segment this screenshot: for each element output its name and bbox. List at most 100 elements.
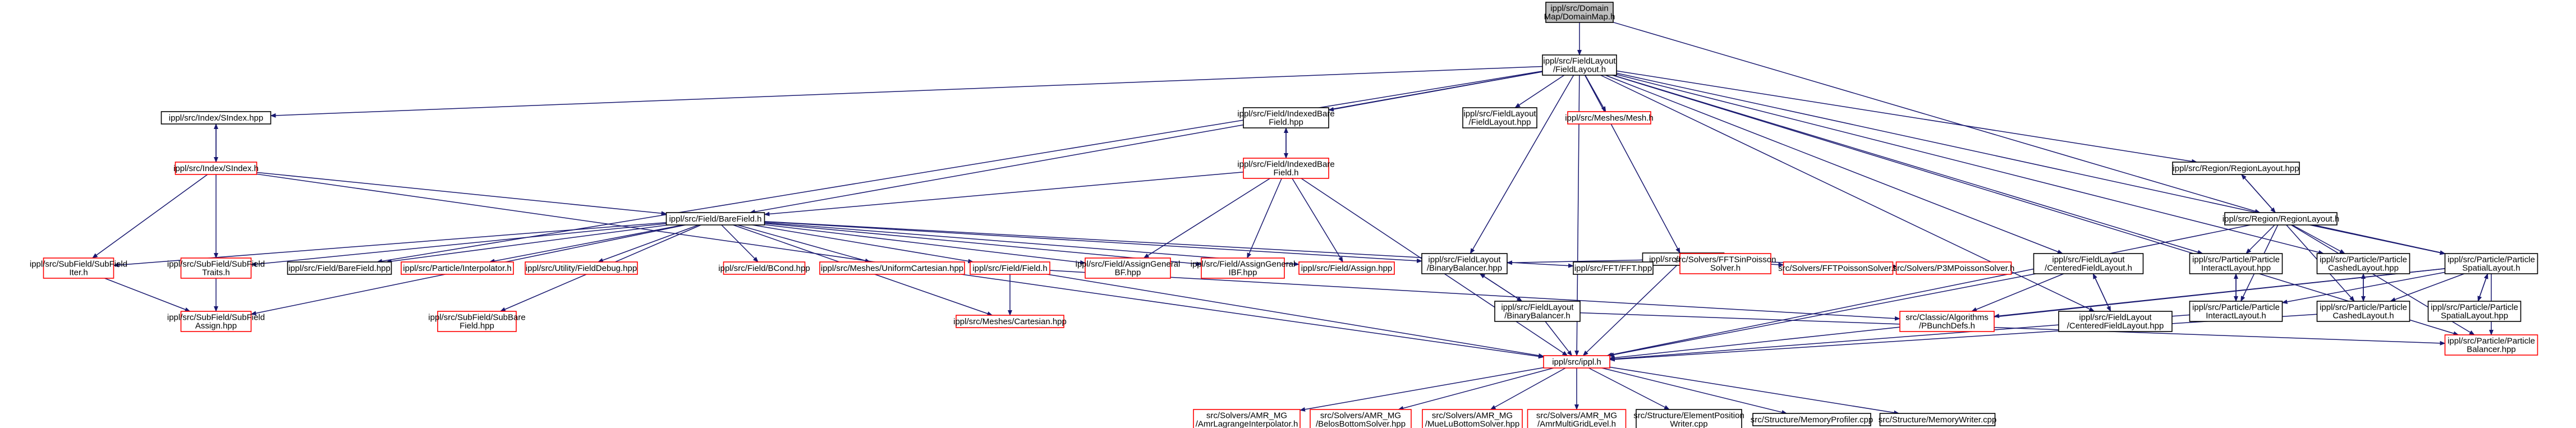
node-box[interactable] [2172,162,2300,175]
node-cflhpp[interactable]: ippl/src/FieldLayout/CenteredFieldLayout… [2058,311,2173,332]
node-box[interactable] [970,261,1050,275]
node-pilh[interactable]: ippl/src/Particle/ParticleInteractLayout… [2189,301,2283,322]
node-box[interactable] [1243,107,1329,128]
node-amr_ml[interactable]: src/Solvers/AMR_MG/MueLuBottomSolver.hpp [1422,409,1523,428]
node-box[interactable] [1545,2,1614,23]
node-bfhpp[interactable]: ippl/src/Field/BareField.hpp [287,261,392,275]
node-box[interactable] [2316,301,2410,322]
node-solver_p3m[interactable]: src/Solvers/P3MPoissonSolver.h [1893,261,2015,275]
node-amr_bb[interactable]: src/Solvers/AMR_MG/BelosBottomSolver.hpp [1310,409,1412,428]
edge-ibf-to-asg_ibf [1247,178,1282,259]
node-box[interactable] [2189,301,2283,322]
node-ucart[interactable]: ippl/src/Meshes/UniformCartesian.hpp [819,261,965,275]
node-memwr[interactable]: src/Structure/MemoryWriter.cpp [1879,413,1997,426]
node-root[interactable]: ippl/src/DomainMap/DomainMap.h [1544,2,1615,23]
node-assign[interactable]: ippl/src/Field/Assign.hpp [1298,261,1395,275]
node-box[interactable] [1543,355,1610,369]
node-box[interactable] [437,311,517,332]
node-box[interactable] [1899,311,1995,332]
node-box[interactable] [1494,301,1581,322]
node-pil[interactable]: ippl/src/Particle/ParticleInteractLayout… [2189,253,2283,274]
node-fftcpp[interactable]: ippl/src/FFT/FFT.hpp [1573,261,1654,275]
node-box[interactable] [180,257,252,279]
node-box[interactable] [160,111,272,125]
node-box[interactable] [2444,334,2538,356]
node-bfh[interactable]: ippl/src/Field/BareField.h [665,212,765,225]
node-box[interactable] [2444,253,2538,274]
node-box[interactable] [287,261,392,275]
node-box[interactable] [2316,253,2410,274]
node-box[interactable] [175,162,258,175]
node-box[interactable] [401,261,514,275]
node-flo[interactable]: ippl/src/FieldLayout/FieldLayout.h [1542,54,1617,76]
node-box[interactable] [1193,409,1301,428]
node-box[interactable] [956,315,1064,328]
node-box[interactable] [1421,253,1508,274]
node-box[interactable] [525,261,638,275]
node-box[interactable] [2058,311,2173,332]
node-ufd[interactable]: ippl/src/Utility/FieldDebug.hpp [525,261,638,275]
node-psl[interactable]: ippl/src/Particle/ParticleSpatialLayout.… [2444,253,2538,274]
node-box[interactable] [1462,107,1537,128]
node-bcond[interactable]: ippl/src/Field/BCond.hpp [718,261,810,275]
node-field[interactable]: ippl/src/Field/Field.h [970,261,1050,275]
node-box[interactable] [1422,409,1523,428]
node-box[interactable] [2033,253,2144,274]
node-ippl[interactable]: ippl/src/ippl.h [1543,355,1610,369]
node-mesh[interactable]: ippl/src/Meshes/Mesh.h [1565,111,1654,125]
node-box[interactable] [1636,409,1742,428]
node-box[interactable] [1567,111,1651,125]
node-amr_mg[interactable]: src/Solvers/AMR_MG/AmrMultiGridLevel.h [1527,409,1627,428]
node-pint[interactable]: ippl/src/Particle/Interpolator.h [401,261,514,275]
node-pcl[interactable]: ippl/src/Particle/ParticleCashedLayout.h… [2316,253,2410,274]
node-box[interactable] [1879,413,1996,426]
node-rlhpp[interactable]: ippl/src/Region/RegionLayout.hpp [2172,162,2300,175]
node-box[interactable] [43,257,114,279]
node-box[interactable] [180,311,252,332]
node-flhpp[interactable]: ippl/src/FieldLayout/FieldLayout.hpp [1462,107,1537,128]
node-box[interactable] [1542,54,1617,76]
node-memprof[interactable]: src/Structure/MemoryProfiler.cpp [1751,413,1873,426]
node-mcart[interactable]: ippl/src/Meshes/Cartesian.hpp [953,315,1067,328]
node-box[interactable] [1201,257,1285,279]
node-sidxh[interactable]: ippl/src/Index/SIndex.h [173,162,259,175]
node-box[interactable] [1527,409,1627,428]
node-box[interactable] [1085,257,1171,279]
node-box[interactable] [665,212,765,225]
node-box[interactable] [1679,253,1771,274]
node-blbalh[interactable]: ippl/src/FieldLayout/BinaryBalancer.h [1494,301,1581,322]
node-rlh[interactable]: ippl/src/Region/RegionLayout.h [2223,212,2339,225]
node-cfl[interactable]: ippl/src/FieldLayout/CenteredFieldLayout… [2033,253,2144,274]
node-box[interactable] [1895,261,2012,275]
node-box[interactable] [1310,409,1412,428]
node-box[interactable] [2224,212,2338,225]
node-sidx[interactable]: ippl/src/Index/SIndex.hpp [160,111,272,125]
edge-line [1507,259,1643,265]
node-pslhpp[interactable]: ippl/src/Particle/ParticleSpatialLayout.… [2427,301,2522,322]
node-box[interactable] [1573,261,1654,275]
node-box[interactable] [1298,261,1395,275]
node-box[interactable] [819,261,965,275]
node-box[interactable] [1783,261,1894,275]
node-box[interactable] [1752,413,1871,426]
node-box[interactable] [2427,301,2522,322]
node-box[interactable] [1243,158,1329,179]
node-blbal[interactable]: ippl/src/FieldLayout/BinaryBalancer.hpp [1421,253,1508,274]
node-amr_li[interactable]: src/Solvers/AMR_MG/AmrLagrangeInterpolat… [1193,409,1301,428]
node-solver_fft[interactable]: src/Solvers/FFTPoissonSolver.h [1778,261,1898,275]
node-box[interactable] [723,261,806,275]
node-calg[interactable]: src/Classic/Algorithms/PBunchDefs.h [1899,311,1995,332]
node-box[interactable] [2189,253,2283,274]
